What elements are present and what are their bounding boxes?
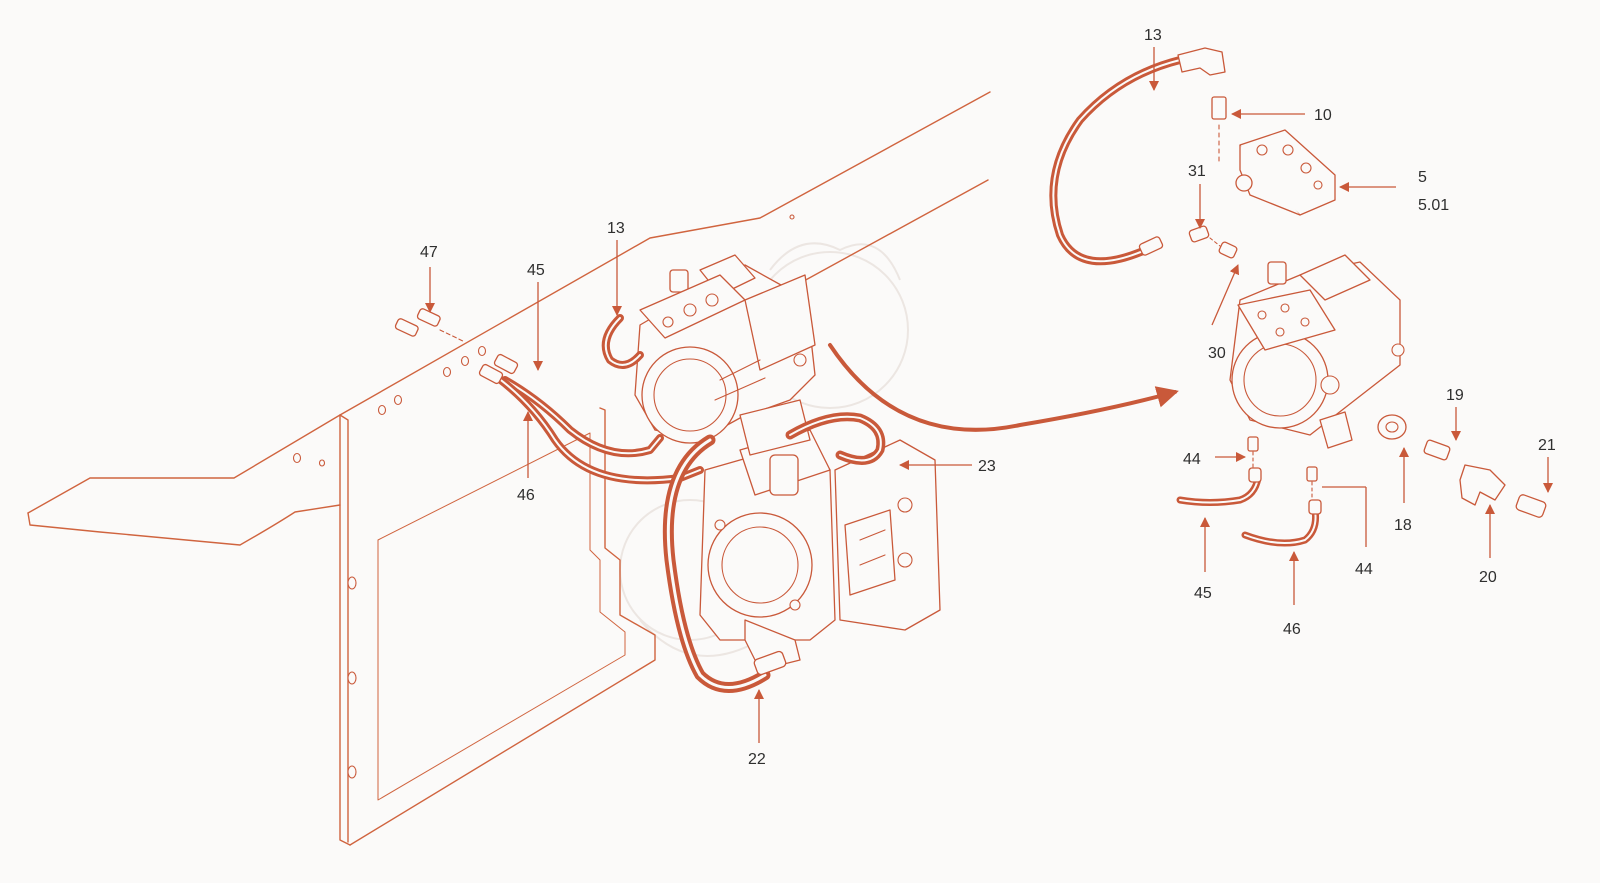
hoses-main <box>478 314 886 693</box>
callout-detail-31: 31 <box>1188 163 1206 180</box>
callout-detail-19: 19 <box>1446 387 1464 404</box>
leader-lines <box>425 47 1553 743</box>
callout-detail-46: 46 <box>1283 621 1301 638</box>
callout-detail-13: 13 <box>1144 27 1162 44</box>
frame-fittings-47 <box>394 308 466 343</box>
chassis-frame <box>27 91 991 846</box>
callout-detail-18: 18 <box>1394 517 1412 534</box>
callout-46: 46 <box>517 487 535 504</box>
detail-hose-13 <box>1049 47 1226 266</box>
detail-fittings-30-31 <box>1188 225 1238 259</box>
callout-22: 22 <box>748 751 766 768</box>
callout-detail-10: 10 <box>1314 107 1332 124</box>
callout-detail-21: 21 <box>1538 437 1556 454</box>
callout-detail-44-left: 44 <box>1183 451 1201 468</box>
callout-detail-20: 20 <box>1479 569 1497 586</box>
detail-pump <box>1229 254 1405 449</box>
callout-23: 23 <box>978 458 996 475</box>
detail-transfer-arrow <box>828 343 1179 432</box>
callout-labels: 47 45 46 13 23 22 13 10 5 5.01 31 30 19 … <box>420 27 1556 768</box>
callout-13: 13 <box>607 220 625 237</box>
detail-fitting-10 <box>1211 96 1227 166</box>
callout-47: 47 <box>420 244 438 261</box>
callout-detail-5-01: 5.01 <box>1418 197 1449 214</box>
callout-detail-30: 30 <box>1208 345 1226 362</box>
lower-pump-assembly <box>699 399 941 671</box>
callout-detail-45: 45 <box>1194 585 1212 602</box>
callout-detail-44-right: 44 <box>1355 561 1373 578</box>
callout-45: 45 <box>527 262 545 279</box>
detail-hoses-45-46 <box>1176 436 1322 547</box>
callout-detail-5: 5 <box>1418 169 1427 186</box>
detail-valve-block-5 <box>1235 129 1336 216</box>
upper-pump-assembly <box>634 254 816 444</box>
frame-holes <box>292 214 795 779</box>
detail-fittings-18-21 <box>1377 414 1547 518</box>
